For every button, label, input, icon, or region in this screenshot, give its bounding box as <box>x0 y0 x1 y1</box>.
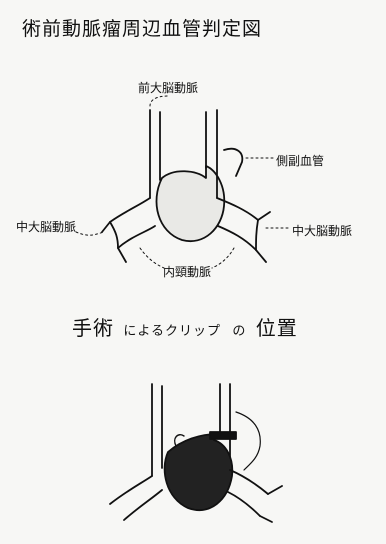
mca-right-lower <box>218 226 256 250</box>
mca-left-fork-b <box>118 248 126 262</box>
lower-branch-right-c <box>268 486 282 494</box>
lower-branch-right-d <box>260 516 272 522</box>
collateral-vessel <box>224 149 242 176</box>
subtitle-surgery: 手術 <box>72 316 114 340</box>
mca-right-fork-a <box>258 212 270 220</box>
mca-right-fork-c <box>256 220 258 250</box>
lower-collateral <box>236 412 260 470</box>
subtitle-position: 位置 <box>256 316 298 340</box>
label-internal-carotid-artery: 内頸動脈 <box>163 263 211 280</box>
preop-vessel-diagram <box>76 96 290 268</box>
aneurysm-sac <box>156 166 224 241</box>
leader-aca <box>150 96 168 106</box>
lower-branch-left-a <box>110 476 152 504</box>
clipped-aneurysm <box>165 434 233 510</box>
clip-position-diagram <box>110 384 282 522</box>
label-anterior-cerebral-artery: 前大脳動脈 <box>138 79 198 96</box>
label-middle-cerebral-artery-left: 中大脳動脈 <box>16 218 76 235</box>
subtitle-by-clip: によるクリップ <box>123 324 221 339</box>
subtitle-particle: の <box>232 324 246 339</box>
leader-mca-left <box>76 232 104 235</box>
mca-left-lower <box>118 226 155 248</box>
clip-section-title: 手術 によるクリップ の 位置 <box>72 312 298 341</box>
label-middle-cerebral-artery-right: 中大脳動脈 <box>292 222 352 239</box>
aneurysm-clip <box>210 432 236 439</box>
mca-left-upper <box>110 198 150 222</box>
mca-left-fork-a <box>102 222 110 232</box>
label-collateral-vessel: 側副血管 <box>276 152 324 169</box>
lower-branch-right-a <box>230 470 268 494</box>
mca-right-fork-b <box>256 250 266 262</box>
diagram-title: 術前動脈瘤周辺血管判定図 <box>22 14 262 41</box>
mca-left-fork-c <box>110 222 118 248</box>
lower-branch-right-b <box>228 492 260 516</box>
lower-branch-left-b <box>124 490 162 520</box>
